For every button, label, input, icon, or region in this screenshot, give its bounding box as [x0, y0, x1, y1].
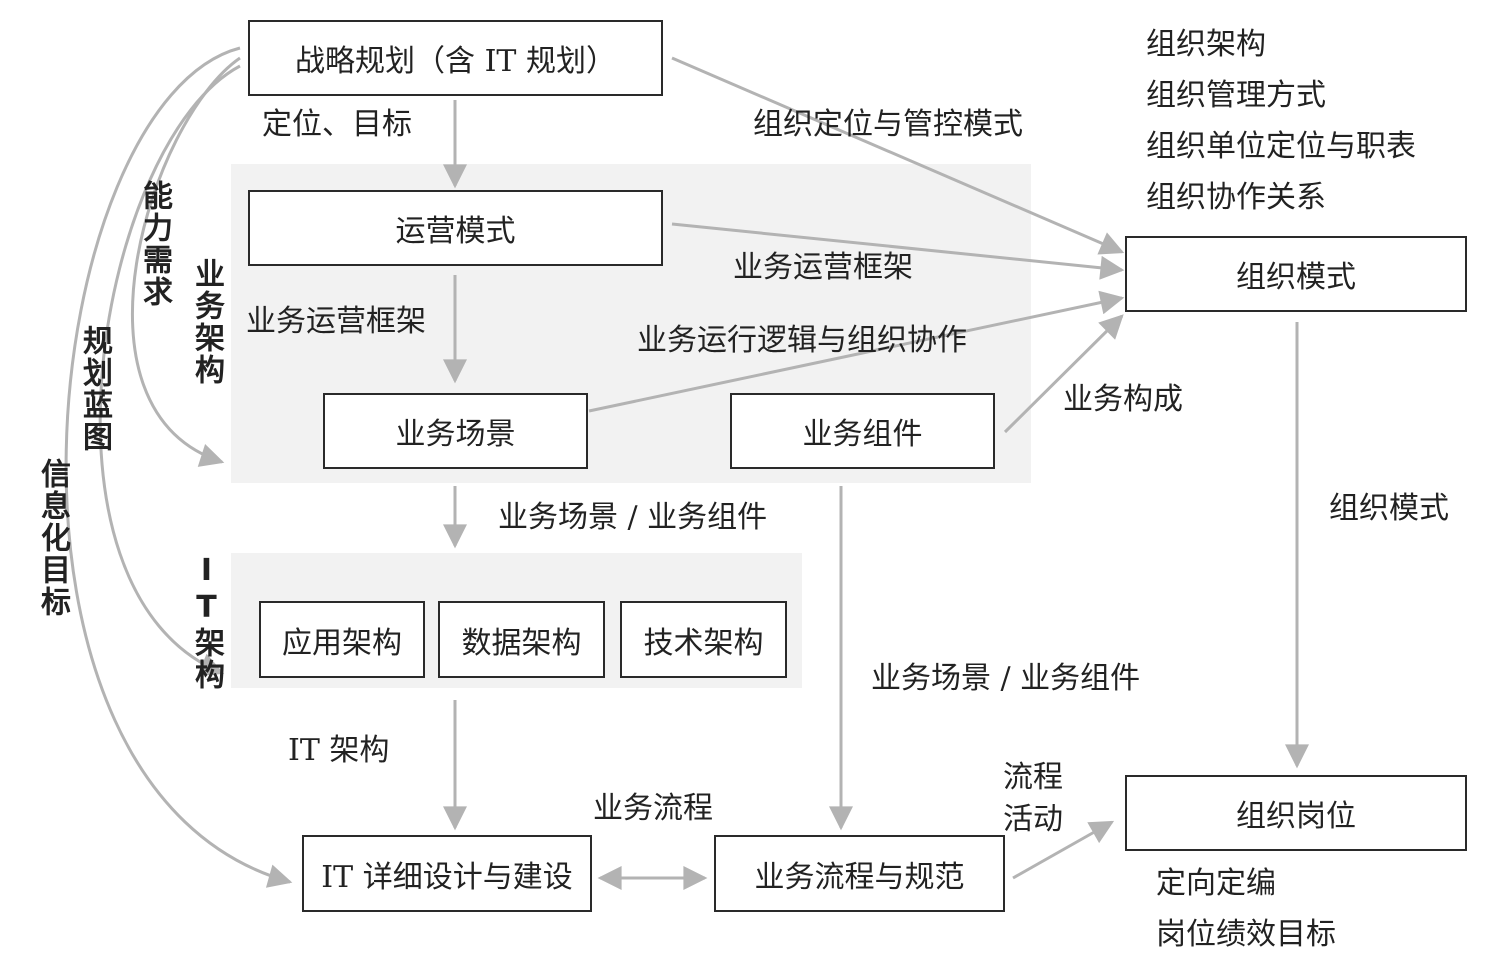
activity-label: 活动: [1003, 802, 1063, 837]
technology-architecture-box: 技术架构: [620, 601, 787, 678]
arrow-process-to-post: [1012, 820, 1115, 880]
organization-mode-box: 组织模式: [1125, 236, 1467, 312]
org-post-notes: 定向定编 岗位绩效目标: [1156, 858, 1336, 960]
biz-logic-collab-label: 业务运行逻辑与组织协作: [637, 323, 967, 358]
org-mode-note: 组织架构: [1146, 27, 1266, 62]
curve-informatization-goal: [64, 46, 293, 888]
it-architecture-down-label: IT 架构: [288, 733, 390, 768]
operation-mode-box: 运营模式: [248, 190, 663, 266]
org-mode-note: 组织单位定位与职表: [1146, 129, 1416, 164]
process-label: 流程: [1003, 760, 1063, 795]
org-mode-down-label: 组织模式: [1329, 491, 1449, 526]
biz-composition-label: 业务构成: [1063, 382, 1183, 417]
org-post-note: 定向定编: [1156, 866, 1276, 901]
org-mode-note: 组织协作关系: [1146, 180, 1326, 215]
ops-framework-down-label: 业务运营框架: [246, 304, 426, 339]
organization-post-box: 组织岗位: [1125, 775, 1467, 851]
arrow-ops-to-orgmode: [671, 222, 1125, 280]
position-goal-label: 定位、目标: [262, 107, 412, 142]
business-scene-box: 业务场景: [323, 393, 588, 469]
application-architecture-box: 应用架构: [259, 601, 425, 678]
scene-component-right-label: 业务场景 / 业务组件: [871, 661, 1141, 696]
org-post-note: 岗位绩效目标: [1156, 917, 1336, 952]
business-process-label: 业务流程: [593, 791, 713, 826]
org-mode-note: 组织管理方式: [1146, 78, 1326, 113]
informatization-goal-label: 信息化目标: [35, 458, 70, 618]
business-process-box: 业务流程与规范: [714, 835, 1005, 912]
arrow-scene-to-orgmode: [588, 290, 1125, 413]
org-mode-notes: 组织架构 组织管理方式 组织单位定位与职表 组织协作关系: [1146, 19, 1416, 223]
arrow-component-to-orgmode: [1003, 314, 1124, 434]
business-architecture-label: 业务架构: [189, 258, 224, 386]
business-component-box: 业务组件: [730, 393, 995, 469]
arrow-strategy-to-orgmode: [671, 56, 1125, 255]
scene-component-mid-label: 业务场景 / 业务组件: [498, 500, 768, 535]
it-detail-design-box: IT 详细设计与建设: [302, 835, 592, 912]
strategy-planning-box: 战略规划（含 IT 规划）: [248, 20, 663, 96]
capability-demand-label: 能力需求: [137, 180, 172, 308]
it-architecture-label: IT架构: [189, 553, 224, 691]
curve-planning-blueprint: [98, 64, 241, 676]
planning-blueprint-label: 规划蓝图: [77, 325, 112, 453]
data-architecture-box: 数据架构: [438, 601, 605, 678]
org-position-control-label: 组织定位与管控模式: [753, 107, 1023, 142]
ops-framework-right-label: 业务运营框架: [733, 250, 913, 285]
